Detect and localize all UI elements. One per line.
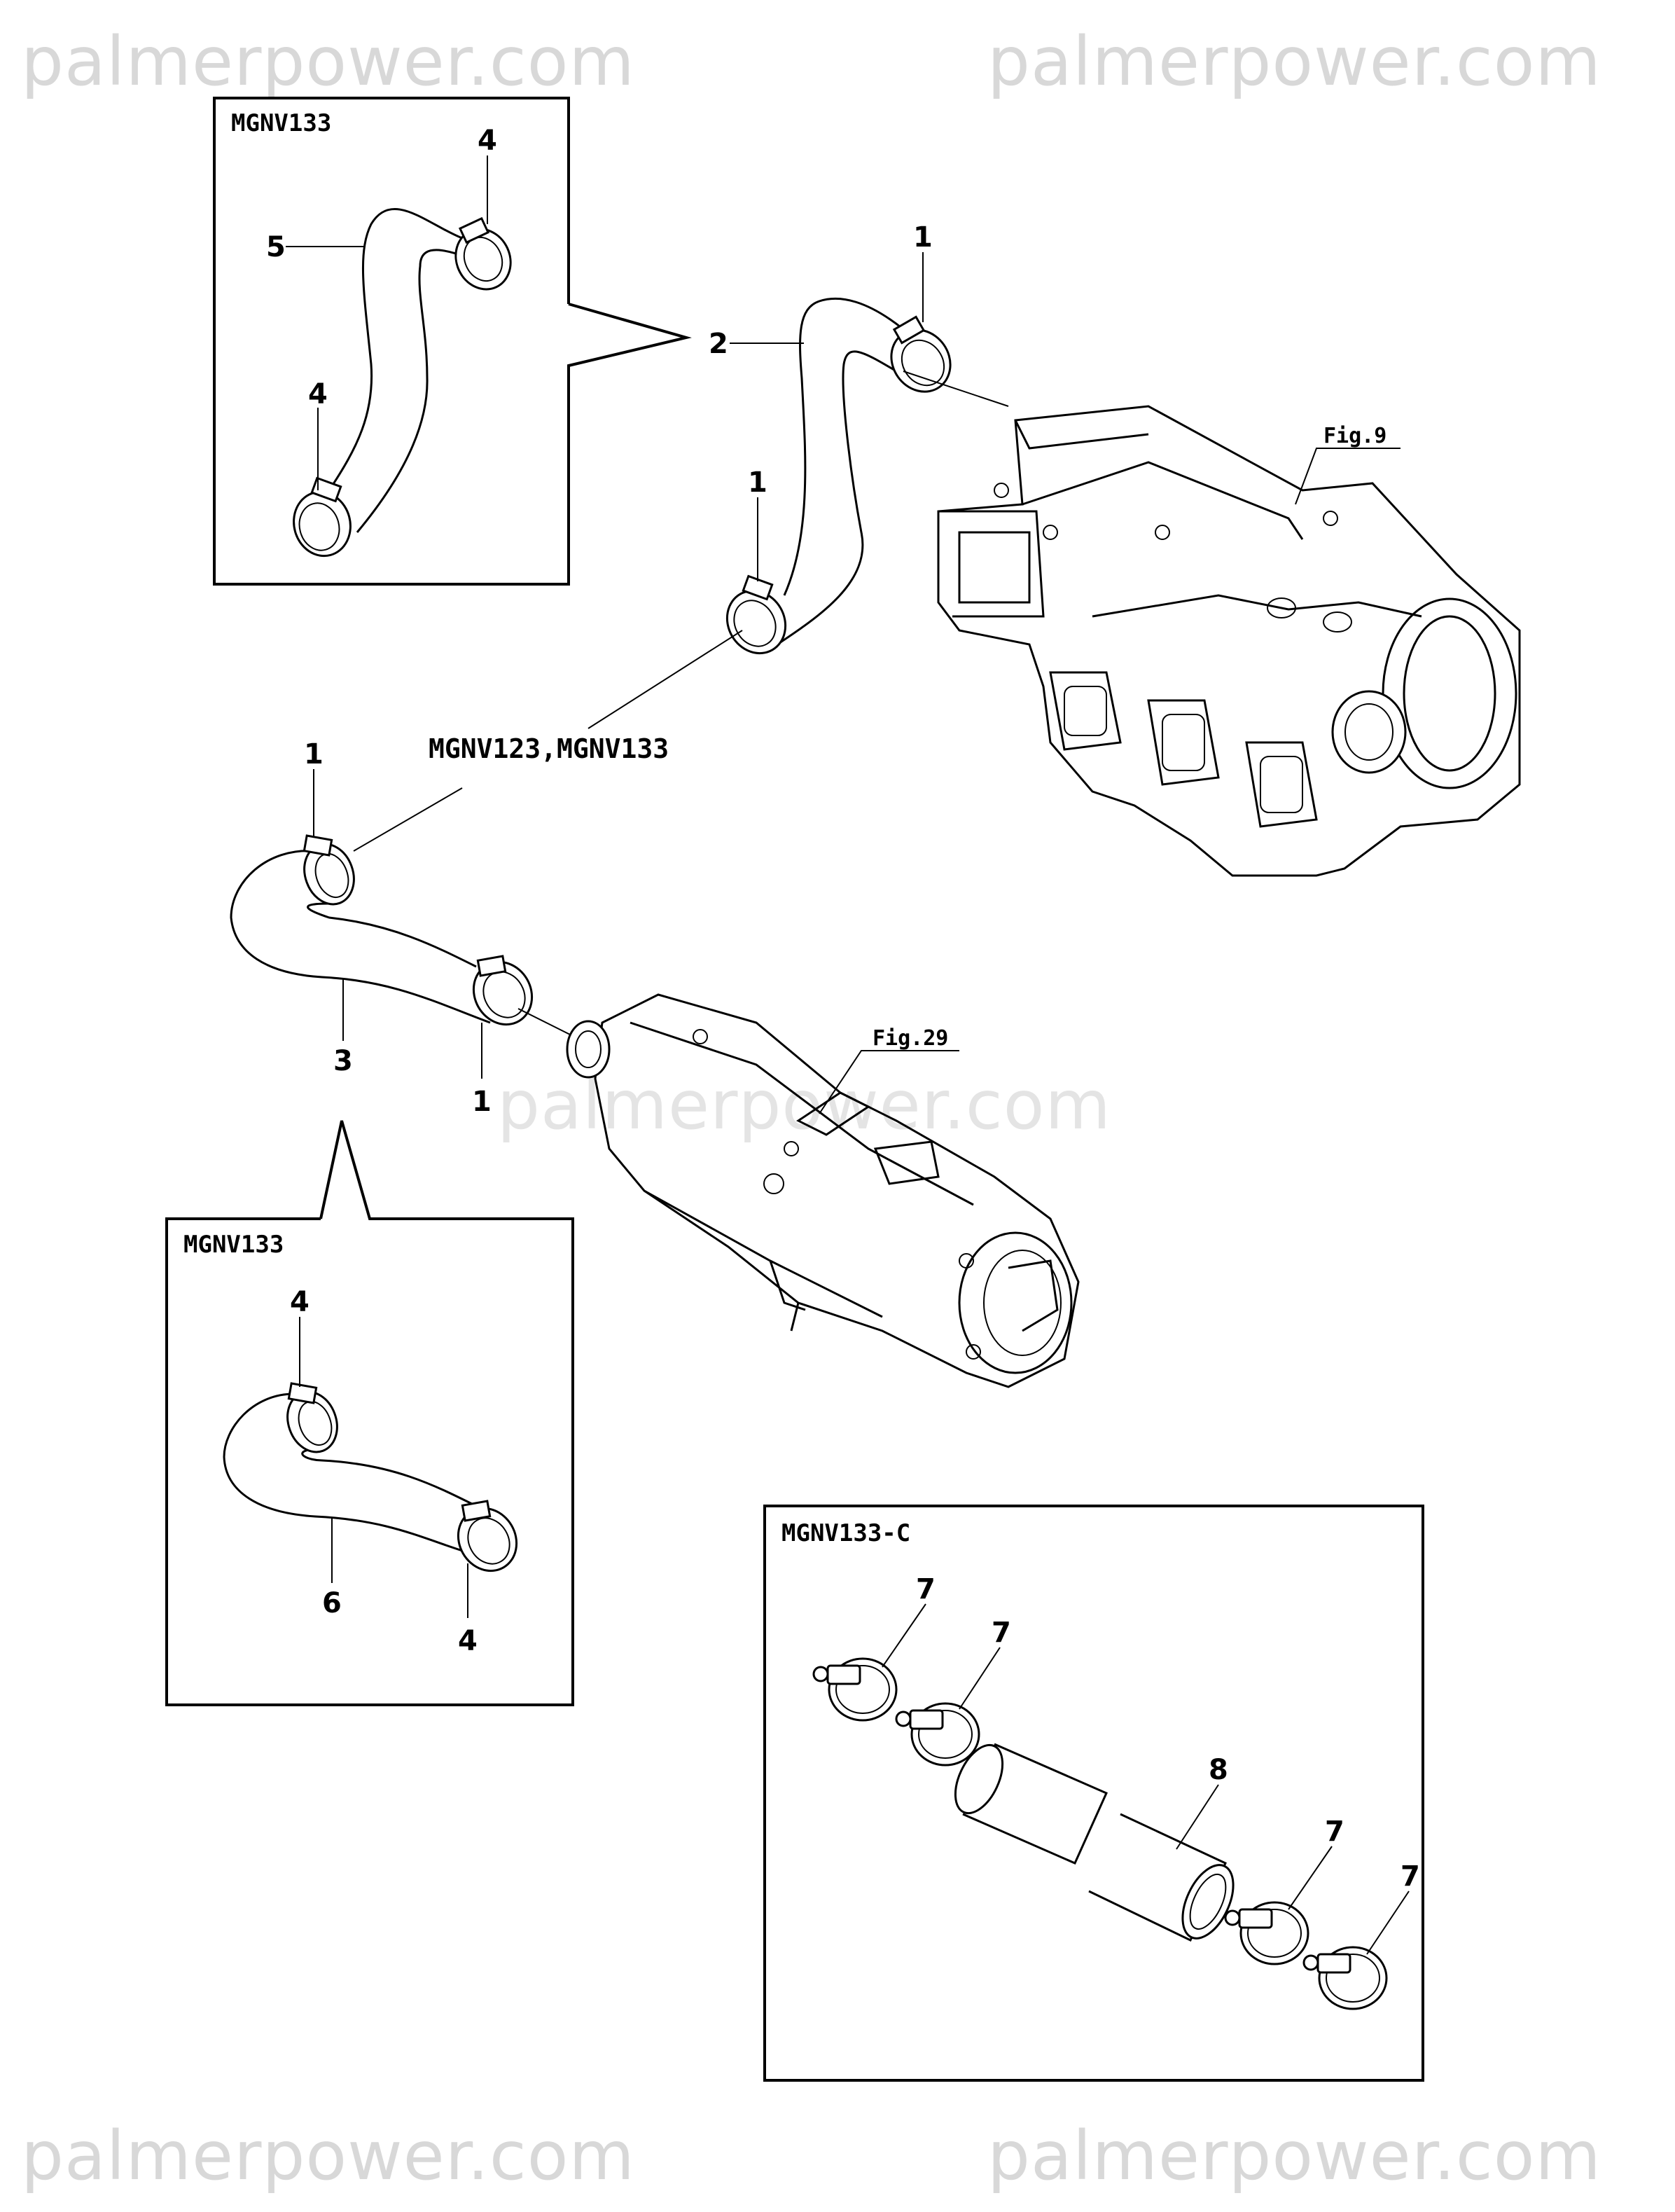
clamp-4-bottom [293, 476, 352, 558]
callout-tl-hose: 5 [266, 231, 286, 263]
clamp-4-bl-bottom [457, 1500, 518, 1572]
callout-br-tube: 8 [1209, 1754, 1228, 1786]
inset-box-bottom-right: MGNV133-C [763, 1505, 1424, 2082]
hose-2 [777, 297, 904, 646]
callout-br-clamp-3: 7 [1325, 1816, 1344, 1848]
callout-br-clamp-4: 7 [1401, 1860, 1420, 1893]
connecting-tube-8 [954, 1743, 1235, 1942]
callout-bl-hose: 6 [322, 1587, 342, 1619]
fig-ref-cooler: Fig.29 [873, 1026, 948, 1051]
callout-upper-clamp-top: 1 [913, 221, 933, 254]
callout-bl-clamp-top: 4 [290, 1286, 310, 1318]
callout-lower-clamp-bottom: 1 [472, 1086, 492, 1118]
inset-box-bottom-left: MGNV133 4 6 4 [165, 1120, 574, 1706]
callout-tl-clamp-top: 4 [478, 125, 497, 157]
inset-label-top-left: MGNV133 [231, 109, 331, 137]
hose-5 [328, 208, 491, 533]
callout-upper-hose: 2 [709, 328, 728, 360]
callout-lower-clamp-top: 1 [304, 738, 324, 770]
watermark-bottom-left: palmerpower.com [21, 2117, 635, 2195]
fig-ref-manifold: Fig.9 [1323, 424, 1386, 448]
variant-label: MGNV123,MGNV133 [429, 733, 669, 764]
callout-bl-clamp-bottom: 4 [458, 1625, 478, 1657]
callout-lower-hose: 3 [333, 1045, 353, 1077]
hose-assembly-3: 1 3 1 [230, 738, 575, 1118]
hose-3 [230, 850, 491, 1024]
callout-br-clamp-1: 7 [916, 1573, 936, 1605]
watermark-bottom-right: palmerpower.com [987, 2117, 1601, 2195]
hose-clamp-7-b [895, 1702, 980, 1767]
clamp-4-bl-top [286, 1382, 338, 1453]
watermark-top-right: palmerpower.com [987, 22, 1601, 101]
clamp-4-top [454, 216, 512, 291]
hose-clamp-7-a [812, 1657, 898, 1722]
inset-label-bottom-right: MGNV133-C [781, 1519, 910, 1547]
callout-upper-clamp-bottom: 1 [748, 466, 767, 499]
clamp-1-lower-bottom [472, 955, 534, 1026]
hose-clamp-7-c [1224, 1901, 1309, 1965]
clamp-1-upper-top [890, 315, 952, 393]
hose-assembly-2: 1 2 1 [709, 221, 1009, 655]
clamp-1-upper-bottom [725, 574, 787, 655]
hose-clamp-7-d [1302, 1946, 1388, 2010]
callout-tl-clamp-bottom: 4 [308, 378, 328, 410]
hose-6 [223, 1392, 477, 1556]
callout-br-clamp-2: 7 [992, 1617, 1011, 1649]
inset-label-bottom-left: MGNV133 [183, 1231, 284, 1259]
watermark-top-left: palmerpower.com [21, 22, 635, 101]
cooler-assembly: Fig.29 [566, 993, 1080, 1388]
clamp-1-lower-top [303, 834, 355, 906]
intake-manifold: Fig.9 [937, 405, 1521, 877]
watermark-center: palmerpower.com [497, 1066, 1111, 1145]
inset-box-top-left: MGNV133 4 5 4 [213, 97, 692, 586]
